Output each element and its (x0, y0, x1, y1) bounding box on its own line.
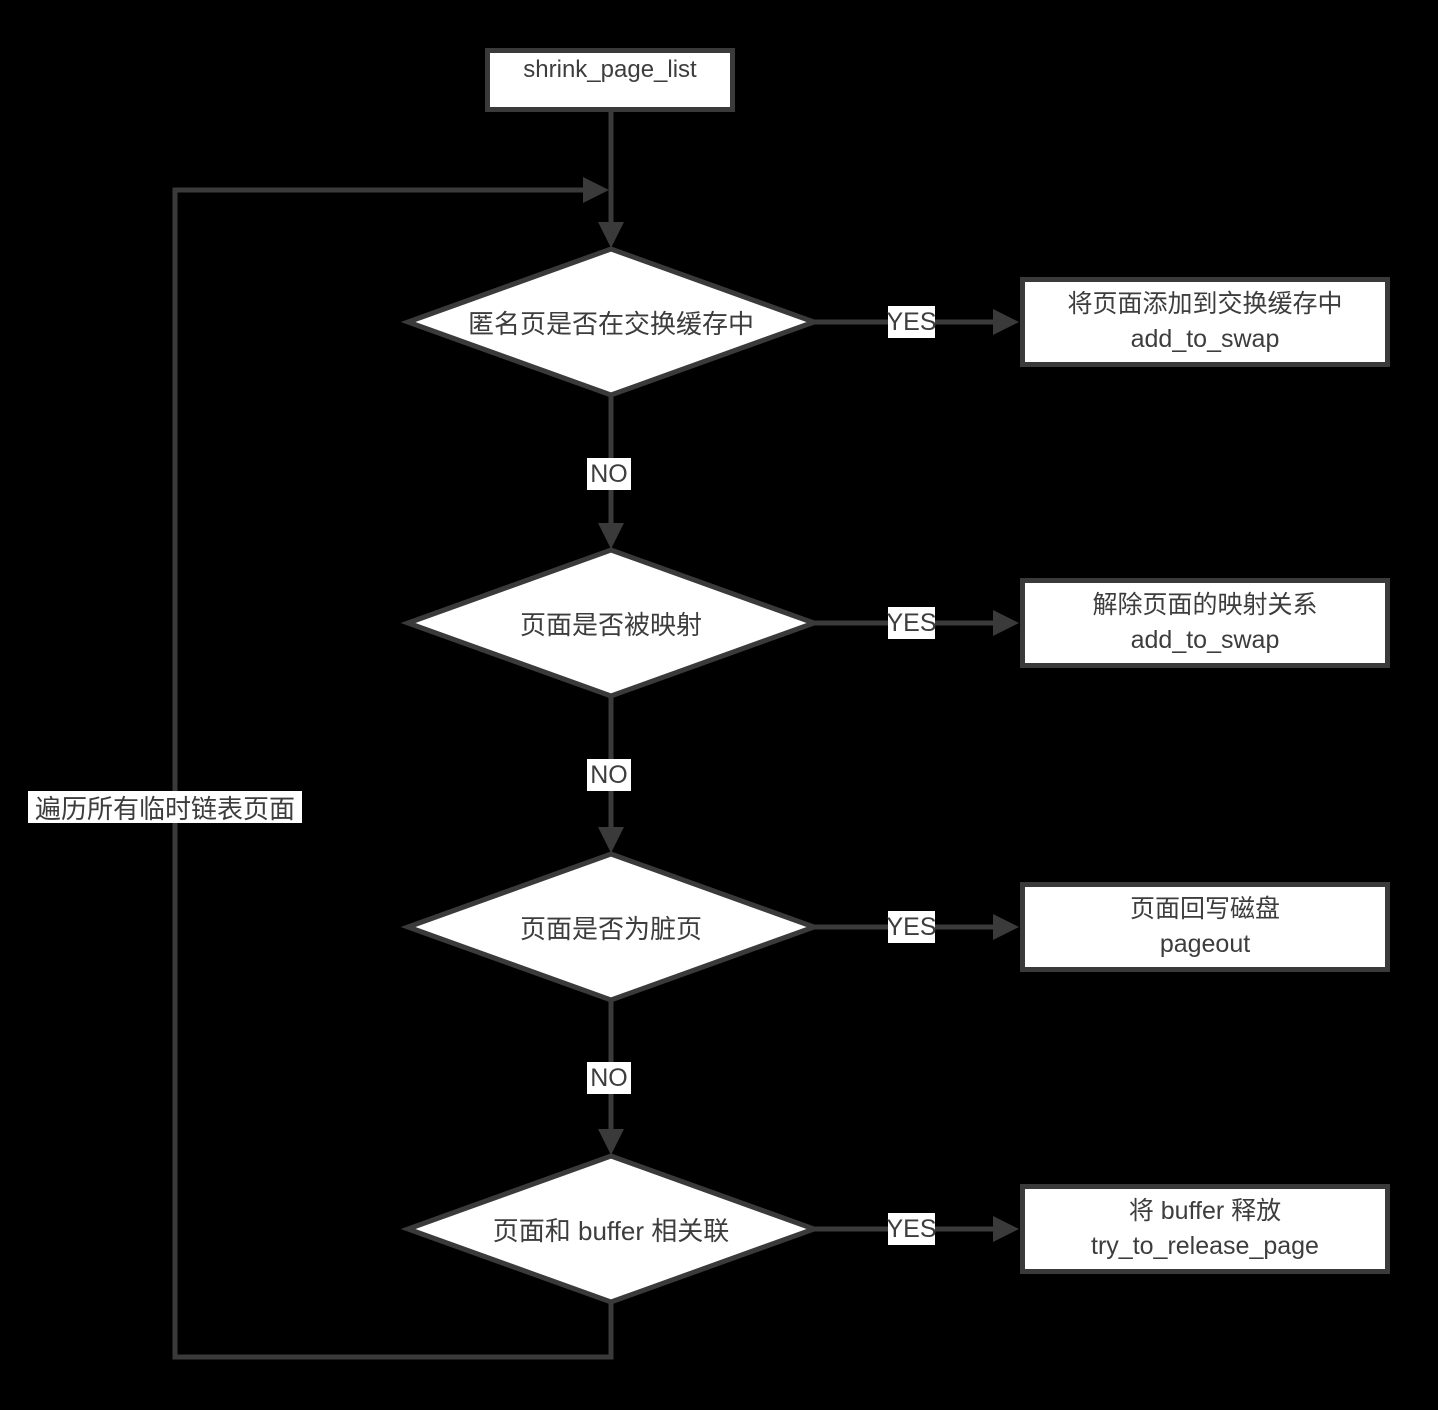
edge-label-yes-2: YES (886, 607, 937, 639)
decision-label-mapped: 页面是否被映射 (519, 609, 702, 640)
action-node-unmap: 解除页面的映射关系 add_to_swap (1020, 578, 1390, 668)
arrowhead-into-d2 (598, 523, 624, 549)
edge-loop-back (172, 187, 614, 1360)
edge-label-no-1: NO (587, 458, 631, 490)
action-text: 将 buffer 释放 (1128, 1197, 1282, 1225)
decision-diamond-4 (400, 1153, 822, 1305)
edge-label-no-2: NO (587, 759, 631, 791)
action-text: 页面回写磁盘 (1129, 895, 1280, 923)
arrowhead-into-action3 (993, 914, 1019, 940)
action-node-release-buffer: 将 buffer 释放 try_to_release_page (1020, 1184, 1390, 1274)
action-text: 解除页面的映射关系 (1092, 591, 1318, 619)
arrowhead-into-action1 (993, 309, 1019, 335)
decision-diamond-3 (400, 851, 822, 1003)
start-node-label: shrink_page_list (523, 56, 697, 83)
loop-edge-label: 遍历所有临时链表页面 (28, 791, 302, 824)
start-node: shrink_page_list (485, 48, 735, 112)
decision-label-buffer: 页面和 buffer 相关联 (492, 1215, 730, 1246)
action-node-pageout: 页面回写磁盘 pageout (1020, 882, 1390, 972)
edge-label-yes-1: YES (886, 306, 937, 338)
action-function: add_to_swap (1130, 325, 1280, 353)
action-node-add-to-swap: 将页面添加到交换缓存中 add_to_swap (1020, 277, 1390, 367)
edge-label-yes-3: YES (886, 911, 937, 943)
action-text: 将页面添加到交换缓存中 (1067, 290, 1343, 318)
decision-label-swap-cache: 匿名页是否在交换缓存中 (467, 308, 754, 339)
arrowhead-into-d4 (598, 1129, 624, 1155)
edge-label-yes-4: YES (886, 1213, 937, 1245)
edge-label-no-3: NO (587, 1062, 631, 1094)
action-function: add_to_swap (1130, 626, 1280, 654)
arrowhead-into-action2 (993, 610, 1019, 636)
decision-diamond-1 (400, 246, 822, 398)
arrowhead-into-d1 (598, 222, 624, 248)
action-function: try_to_release_page (1091, 1232, 1319, 1260)
action-function: pageout (1159, 930, 1251, 958)
decision-label-dirty: 页面是否为脏页 (519, 913, 702, 944)
arrowhead-into-action4 (993, 1216, 1019, 1242)
decision-diamond-2 (400, 547, 822, 699)
arrowhead-loop-rejoin (583, 177, 609, 203)
arrowhead-into-d3 (598, 827, 624, 853)
